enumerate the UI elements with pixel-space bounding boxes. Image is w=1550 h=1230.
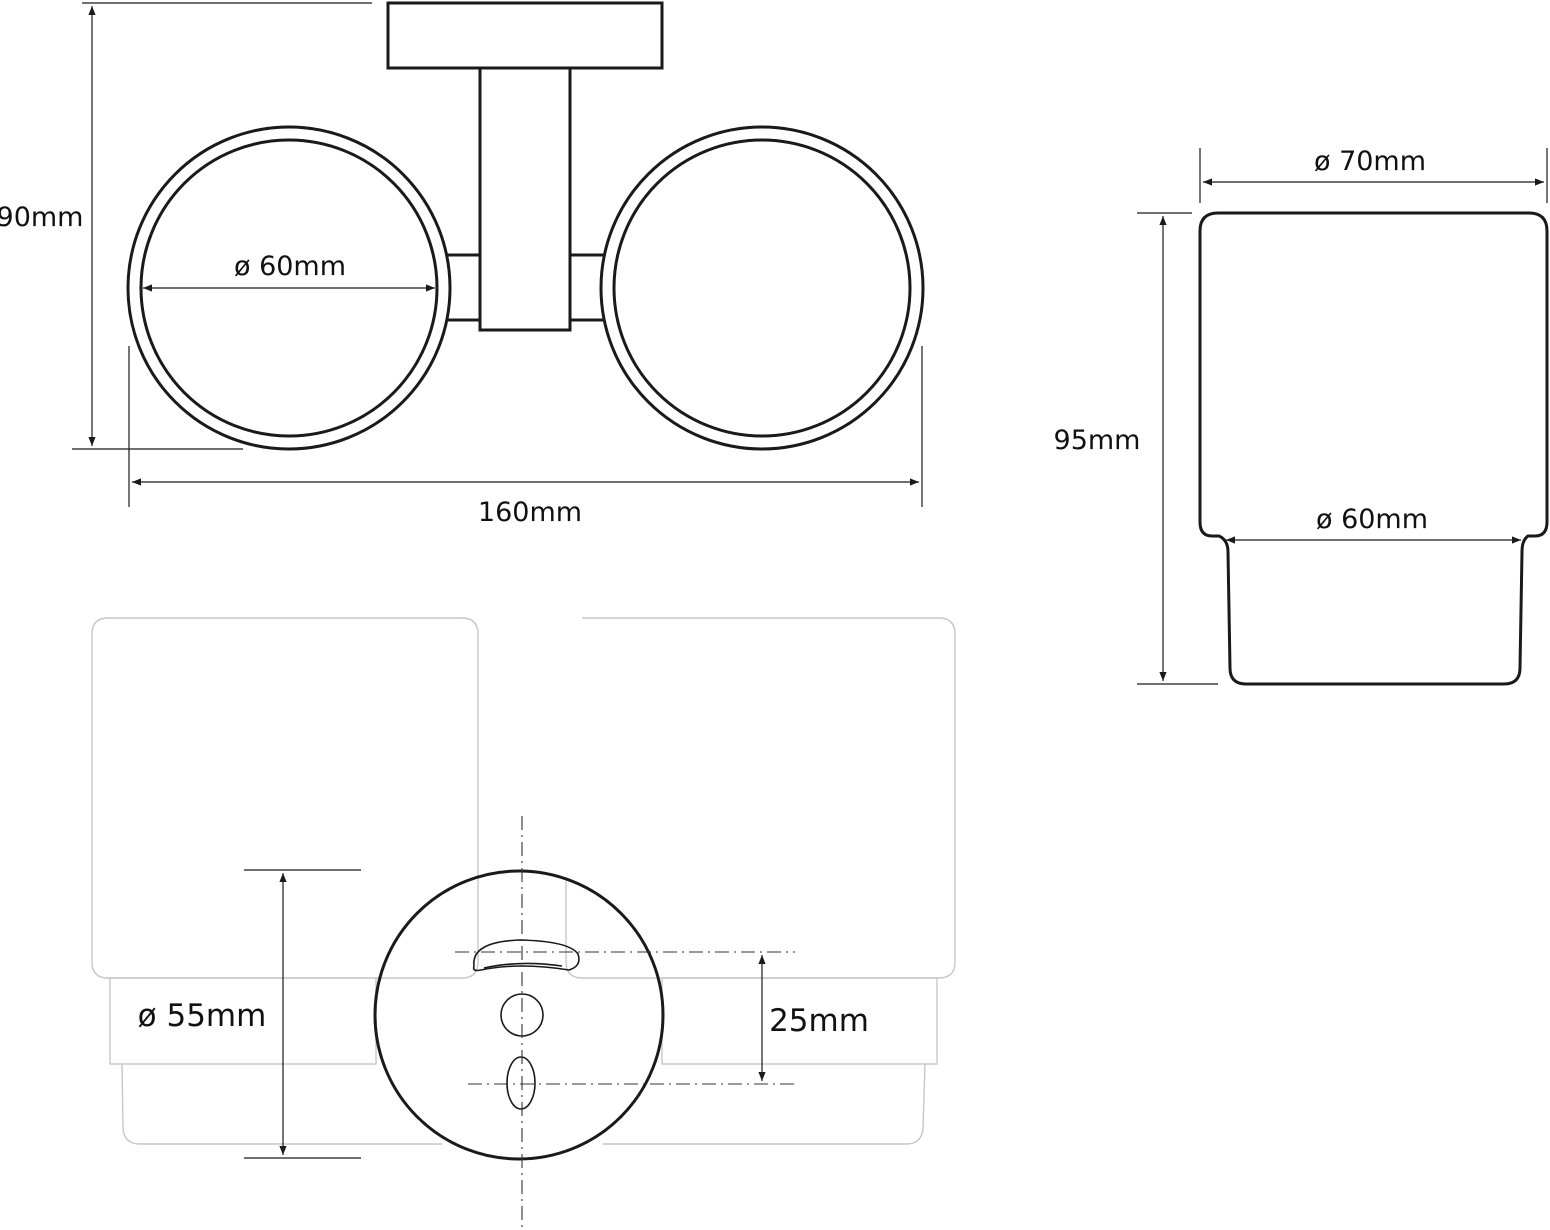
cup-view: ø 70mm 95mm ø 60mm xyxy=(1054,146,1549,686)
front-glass-left xyxy=(91,617,479,979)
front-ring-diameter-label: ø 55mm xyxy=(138,998,267,1034)
top-ring-diameter-label: ø 60mm xyxy=(234,251,346,282)
top-wall-plate xyxy=(386,1,664,70)
cup-height-label: 95mm xyxy=(1054,425,1141,456)
top-ring-left-outer xyxy=(126,125,452,451)
cup-top-diameter-label: ø 70mm xyxy=(1314,146,1426,177)
top-view: 90mm ø 60mm 160mm xyxy=(0,1,925,528)
front-mount-slot xyxy=(472,939,580,972)
top-stem xyxy=(478,66,572,332)
top-height-label: 90mm xyxy=(0,202,83,233)
cup-outline xyxy=(1198,211,1549,686)
cup-base-diameter-label: ø 60mm xyxy=(1316,504,1428,535)
front-screw-hole-bottom xyxy=(506,1056,536,1110)
front-wall-rosette xyxy=(373,869,665,1161)
front-glass-left-bottom xyxy=(121,1063,442,1145)
front-view: 25mm ø 55mm xyxy=(91,617,956,1228)
front-glass-right xyxy=(565,617,956,979)
top-ring-right-outer xyxy=(599,125,925,451)
top-ring-right-inner xyxy=(612,138,912,438)
front-hole-spacing-label: 25mm xyxy=(769,1003,869,1039)
top-width-label: 160mm xyxy=(478,497,582,528)
top-ring-left-inner xyxy=(139,138,439,438)
front-glass-right-bottom xyxy=(603,1063,926,1145)
